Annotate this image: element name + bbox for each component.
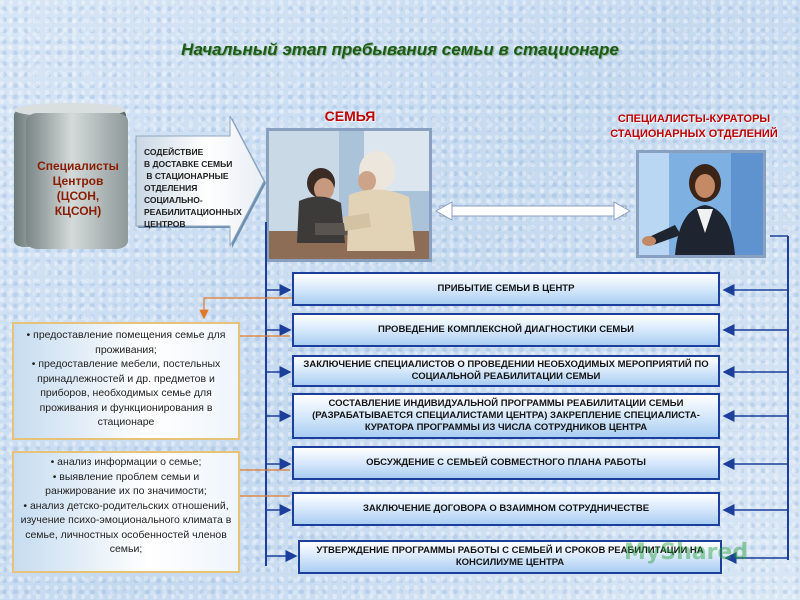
specialists-centers-cylinder: Специалисты Центров (ЦСОН, КЦСОН) [10, 103, 128, 249]
orange-connectors [199, 297, 292, 497]
specialists-curators-header: СПЕЦИАЛИСТЫ-КУРАТОРЫ СТАЦИОНАРНЫХ ОТДЕЛЕ… [590, 112, 798, 142]
specialists-header-line: СТАЦИОНАРНЫХ ОТДЕЛЕНИЙ [610, 128, 778, 140]
family-specialist-link [434, 201, 632, 221]
arrow-label: СОДЕЙСТВИЕ В ДОСТАВКЕ СЕМЬИ В СТАЦИОНАРН… [144, 146, 266, 230]
step-program-approval: УТВЕРЖДЕНИЕ ПРОГРАММЫ РАБОТЫ С СЕМЬЕЙ И … [298, 540, 722, 574]
watermark-logo: MyShared [624, 540, 749, 565]
cylinder-line: КЦСОН) [54, 204, 102, 218]
info-item: • предоставление мебели, постельных прин… [31, 358, 221, 428]
step-plan-discussion: ОБСУЖДЕНИЕ С СЕМЬЕЙ СОВМЕСТНОГО ПЛАНА РА… [292, 446, 720, 480]
arrow-line: ЦЕНТРОВ [144, 219, 186, 229]
specialist-photo [636, 150, 766, 258]
step-arrival: ПРИБЫТИЕ СЕМЬИ В ЦЕНТР [292, 272, 720, 306]
cylinder-front [26, 113, 128, 249]
specialists-header-line: СПЕЦИАЛИСТЫ-КУРАТОРЫ [617, 113, 771, 125]
family-photo [266, 128, 432, 262]
cylinder-label: Специалисты Центров (ЦСОН, КЦСОН) [28, 159, 128, 219]
page-title: Начальный этап пребывания семьи в стацио… [181, 40, 619, 59]
cylinder-line: Центров [52, 174, 104, 188]
info-item: • выявление проблем семьи и ранжирование… [45, 470, 207, 498]
info-item: • предоставление помещения семье для про… [26, 329, 226, 356]
arrow-line: В ДОСТАВКЕ СЕМЬИ [144, 159, 233, 169]
housing-info-box: • предоставление помещения семье для про… [12, 322, 240, 440]
step-specialists-conclusion: ЗАКЛЮЧЕНИЕ СПЕЦИАЛИСТОВ О ПРОВЕДЕНИИ НЕО… [292, 355, 720, 387]
arrow-line: В СТАЦИОНАРНЫЕ [144, 171, 229, 181]
arrow-line: СОДЕЙСТВИЕ [144, 147, 204, 157]
step-diagnostics: ПРОВЕДЕНИЕ КОМПЛЕКСНОЙ ДИАГНОСТИКИ СЕМЬИ [292, 313, 720, 347]
family-illustration [269, 131, 429, 259]
arrow-line: СОЦИАЛЬНО- [144, 195, 203, 205]
analysis-info-box: • анализ информации о семье; • выявление… [12, 451, 240, 573]
family-header: СЕМЬЯ [324, 108, 376, 124]
arrow-shape [135, 116, 266, 248]
step-individual-program: СОСТАВЛЕНИЕ ИНДИВИДУАЛЬНОЙ ПРОГРАММЫ РЕА… [292, 393, 720, 439]
cylinder-line: (ЦСОН, [56, 189, 100, 203]
step-contract: ЗАКЛЮЧЕНИЕ ДОГОВОРА О ВЗАИМНОМ СОТРУДНИЧ… [292, 492, 720, 526]
info-item: • анализ детско-родительских отношений, … [20, 499, 232, 556]
arrow-line: РЕАБИЛИТАЦИОННЫХ [144, 207, 242, 217]
delivery-assistance-arrow: СОДЕЙСТВИЕ В ДОСТАВКЕ СЕМЬИ В СТАЦИОНАРН… [134, 116, 268, 250]
arrow-line: ОТДЕЛЕНИЯ [144, 183, 198, 193]
info-item: • анализ информации о семье; [50, 456, 202, 468]
cylinder-line: Специалисты [37, 159, 119, 173]
specialist-illustration [639, 153, 763, 255]
